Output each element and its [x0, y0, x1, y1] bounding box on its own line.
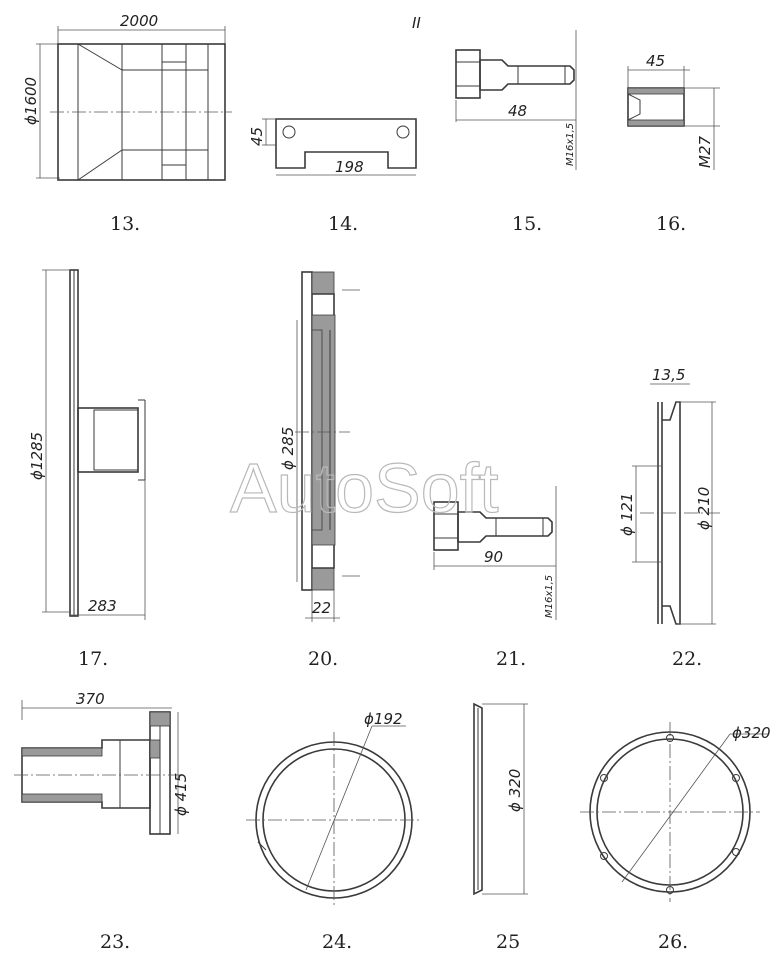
figure-26: ϕ320 26. — [580, 722, 771, 953]
figure-24: ϕ192 24. — [246, 710, 422, 953]
fig22-dim-flange: 13,5 — [652, 366, 685, 384]
figure-23: 370 ϕ 415 23. — [14, 690, 190, 953]
figure-16: 45 M27 16. — [627, 52, 720, 235]
fig13-caption: 13. — [110, 213, 140, 235]
fig21-dim-thread: M16x1,5 — [544, 575, 555, 618]
fig23-caption: 23. — [100, 931, 130, 953]
figure-13: 2000 ϕ1600 13. — [22, 12, 232, 235]
figure-22: 13,5 ϕ 210 ϕ 121 22. — [618, 366, 720, 670]
fig25-dim-diameter: ϕ 320 — [506, 769, 524, 812]
fig14-caption: 14. — [328, 213, 358, 235]
fig20-dim-width: 22 — [312, 599, 331, 617]
fig20-caption: 20. — [308, 648, 338, 670]
fig15-dim-length: 48 — [508, 102, 527, 120]
figure-14: 45 198 14. — [248, 118, 417, 235]
fig16-dim-thread: M27 — [696, 136, 714, 168]
header-mark: II — [412, 14, 421, 32]
fig25-caption: 25 — [496, 931, 520, 953]
fig14-dim-height: 45 — [248, 127, 266, 146]
figure-17: ϕ1285 283 17. — [28, 269, 146, 670]
fig15-dim-thread: M16x1,5 — [565, 123, 576, 166]
fig17-caption: 17. — [78, 648, 108, 670]
fig26-caption: 26. — [658, 931, 688, 953]
fig16-caption: 16. — [656, 213, 686, 235]
fig24-dim-diameter: ϕ192 — [364, 710, 403, 728]
fig13-dim-length: 2000 — [120, 12, 158, 30]
fig20-dim-diameter: ϕ 285 — [279, 427, 297, 470]
figure-20: ϕ 285 22 20. — [279, 271, 360, 670]
fig21-dim-length: 90 — [484, 548, 503, 566]
figure-21: 90 M16x1,5 21. — [433, 486, 557, 670]
fig17-dim-diameter: ϕ1285 — [28, 432, 46, 480]
fig16-dim-length: 45 — [646, 52, 665, 70]
fig24-caption: 24. — [322, 931, 352, 953]
fig22-caption: 22. — [672, 648, 702, 670]
watermark: AutoSoft — [230, 449, 499, 527]
fig26-dim-diameter: ϕ320 — [732, 724, 771, 742]
figure-15: 48 M16x1,5 15. — [455, 30, 577, 235]
fig21-caption: 21. — [496, 648, 526, 670]
fig23-dim-diameter: ϕ 415 — [172, 773, 190, 816]
figure-25: ϕ 320 25 — [473, 702, 528, 953]
fig14-dim-length: 198 — [335, 158, 364, 176]
fig22-dim-outer-diameter: ϕ 210 — [695, 487, 713, 530]
fig13-dim-diameter: ϕ1600 — [22, 77, 40, 125]
fig17-dim-length: 283 — [88, 597, 117, 615]
fig22-dim-inner-diameter: ϕ 121 — [618, 493, 636, 536]
fig15-caption: 15. — [512, 213, 542, 235]
fig23-dim-length: 370 — [76, 690, 105, 708]
